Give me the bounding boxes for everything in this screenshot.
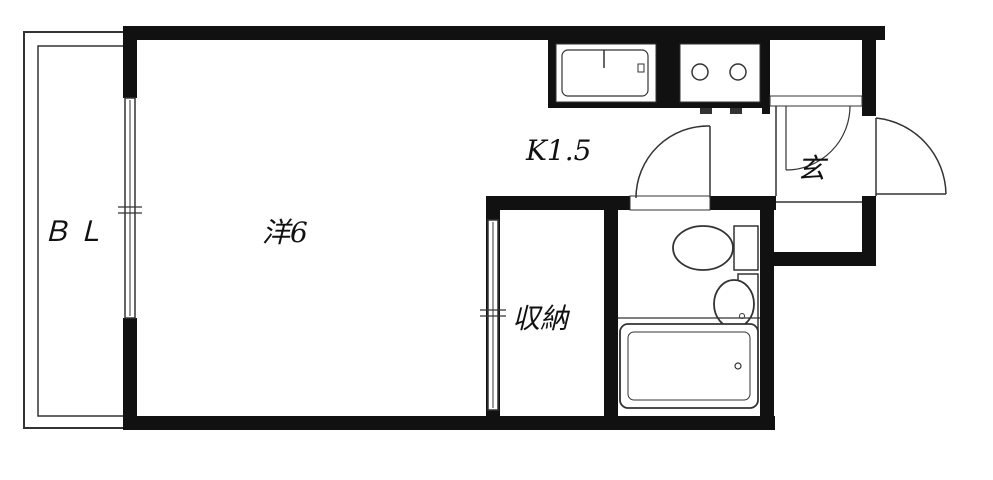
- wash-basin: [713, 273, 759, 331]
- bathroom-door: [635, 125, 711, 199]
- storage-label: 収納: [512, 302, 571, 335]
- kitchen-counter: [548, 38, 768, 114]
- western-room-label: 洋6: [262, 216, 308, 249]
- bathtub: [618, 317, 760, 409]
- west-window: [118, 97, 142, 319]
- entrance-inner-door: [785, 105, 851, 171]
- entrance-door: [875, 117, 947, 196]
- balcony-label: ＢＬ: [42, 215, 110, 248]
- entrance-partition: [762, 40, 863, 203]
- entrance-label: 玄: [797, 152, 829, 185]
- kitchen-label: K1.5: [525, 134, 591, 167]
- outer-walls: [123, 26, 885, 430]
- toilet-fixture: [672, 225, 759, 271]
- storage-doors: [480, 219, 506, 411]
